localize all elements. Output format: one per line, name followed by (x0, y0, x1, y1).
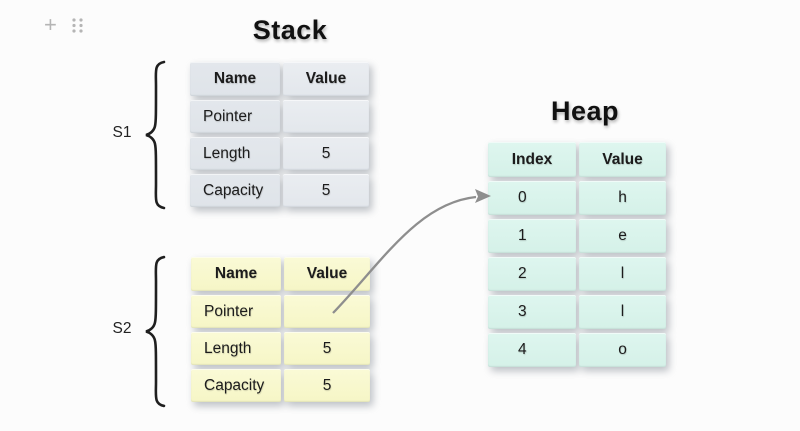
s2-table: Name Value Pointer Length 5 Capacity 5 (191, 257, 370, 402)
s2-header-name: Name (191, 257, 281, 291)
s1-length-value-cell: 5 (283, 137, 369, 170)
s2-pointer-value-cell (284, 295, 370, 328)
s1-length-name-cell: Length (190, 137, 280, 170)
add-icon[interactable]: + (44, 12, 57, 37)
s2-capacity-value-cell: 5 (284, 369, 370, 402)
s1-capacity-value-cell: 5 (283, 174, 369, 207)
s1-label: S1 (112, 124, 132, 141)
heap-row4-value-cell: o (579, 333, 666, 367)
s1-pointer-name-cell: Pointer (190, 100, 280, 133)
heap-row1-value-cell: e (579, 219, 666, 253)
s2-pointer-name-cell: Pointer (191, 295, 281, 328)
s1-brace (145, 60, 166, 210)
s2-length-name-cell: Length (191, 332, 281, 365)
heap-header-value: Value (579, 142, 666, 177)
s1-table: Name Value Pointer Length 5 Capacity 5 (190, 62, 369, 207)
s1-pointer-value-cell (283, 100, 369, 133)
s2-header-value: Value (284, 257, 370, 291)
heap-row2-value-cell: l (579, 257, 666, 291)
s1-header-value: Value (283, 62, 369, 96)
s2-brace (145, 255, 166, 408)
heap-row3-value-cell: l (579, 295, 666, 329)
heap-row1-index-cell: 1 (488, 219, 576, 253)
heap-row4-index-cell: 4 (488, 333, 576, 367)
stack-title: Stack (252, 15, 328, 45)
heap-row0-index-cell: 0 (488, 181, 576, 215)
heap-row2-index-cell: 2 (488, 257, 576, 291)
canvas-controls: + (44, 12, 84, 37)
s2-capacity-name-cell: Capacity (191, 369, 281, 402)
drag-handle-icon[interactable] (71, 17, 84, 34)
s2-label: S2 (112, 320, 132, 337)
heap-header-index: Index (488, 142, 576, 177)
s2-length-value-cell: 5 (284, 332, 370, 365)
heap-row0-value-cell: h (579, 181, 666, 215)
heap-title: Heap (550, 96, 620, 126)
s1-capacity-name-cell: Capacity (190, 174, 280, 207)
heap-table: Index Value 0 h 1 e 2 l 3 l 4 o (488, 142, 666, 367)
heap-row3-index-cell: 3 (488, 295, 576, 329)
s1-header-name: Name (190, 62, 280, 96)
